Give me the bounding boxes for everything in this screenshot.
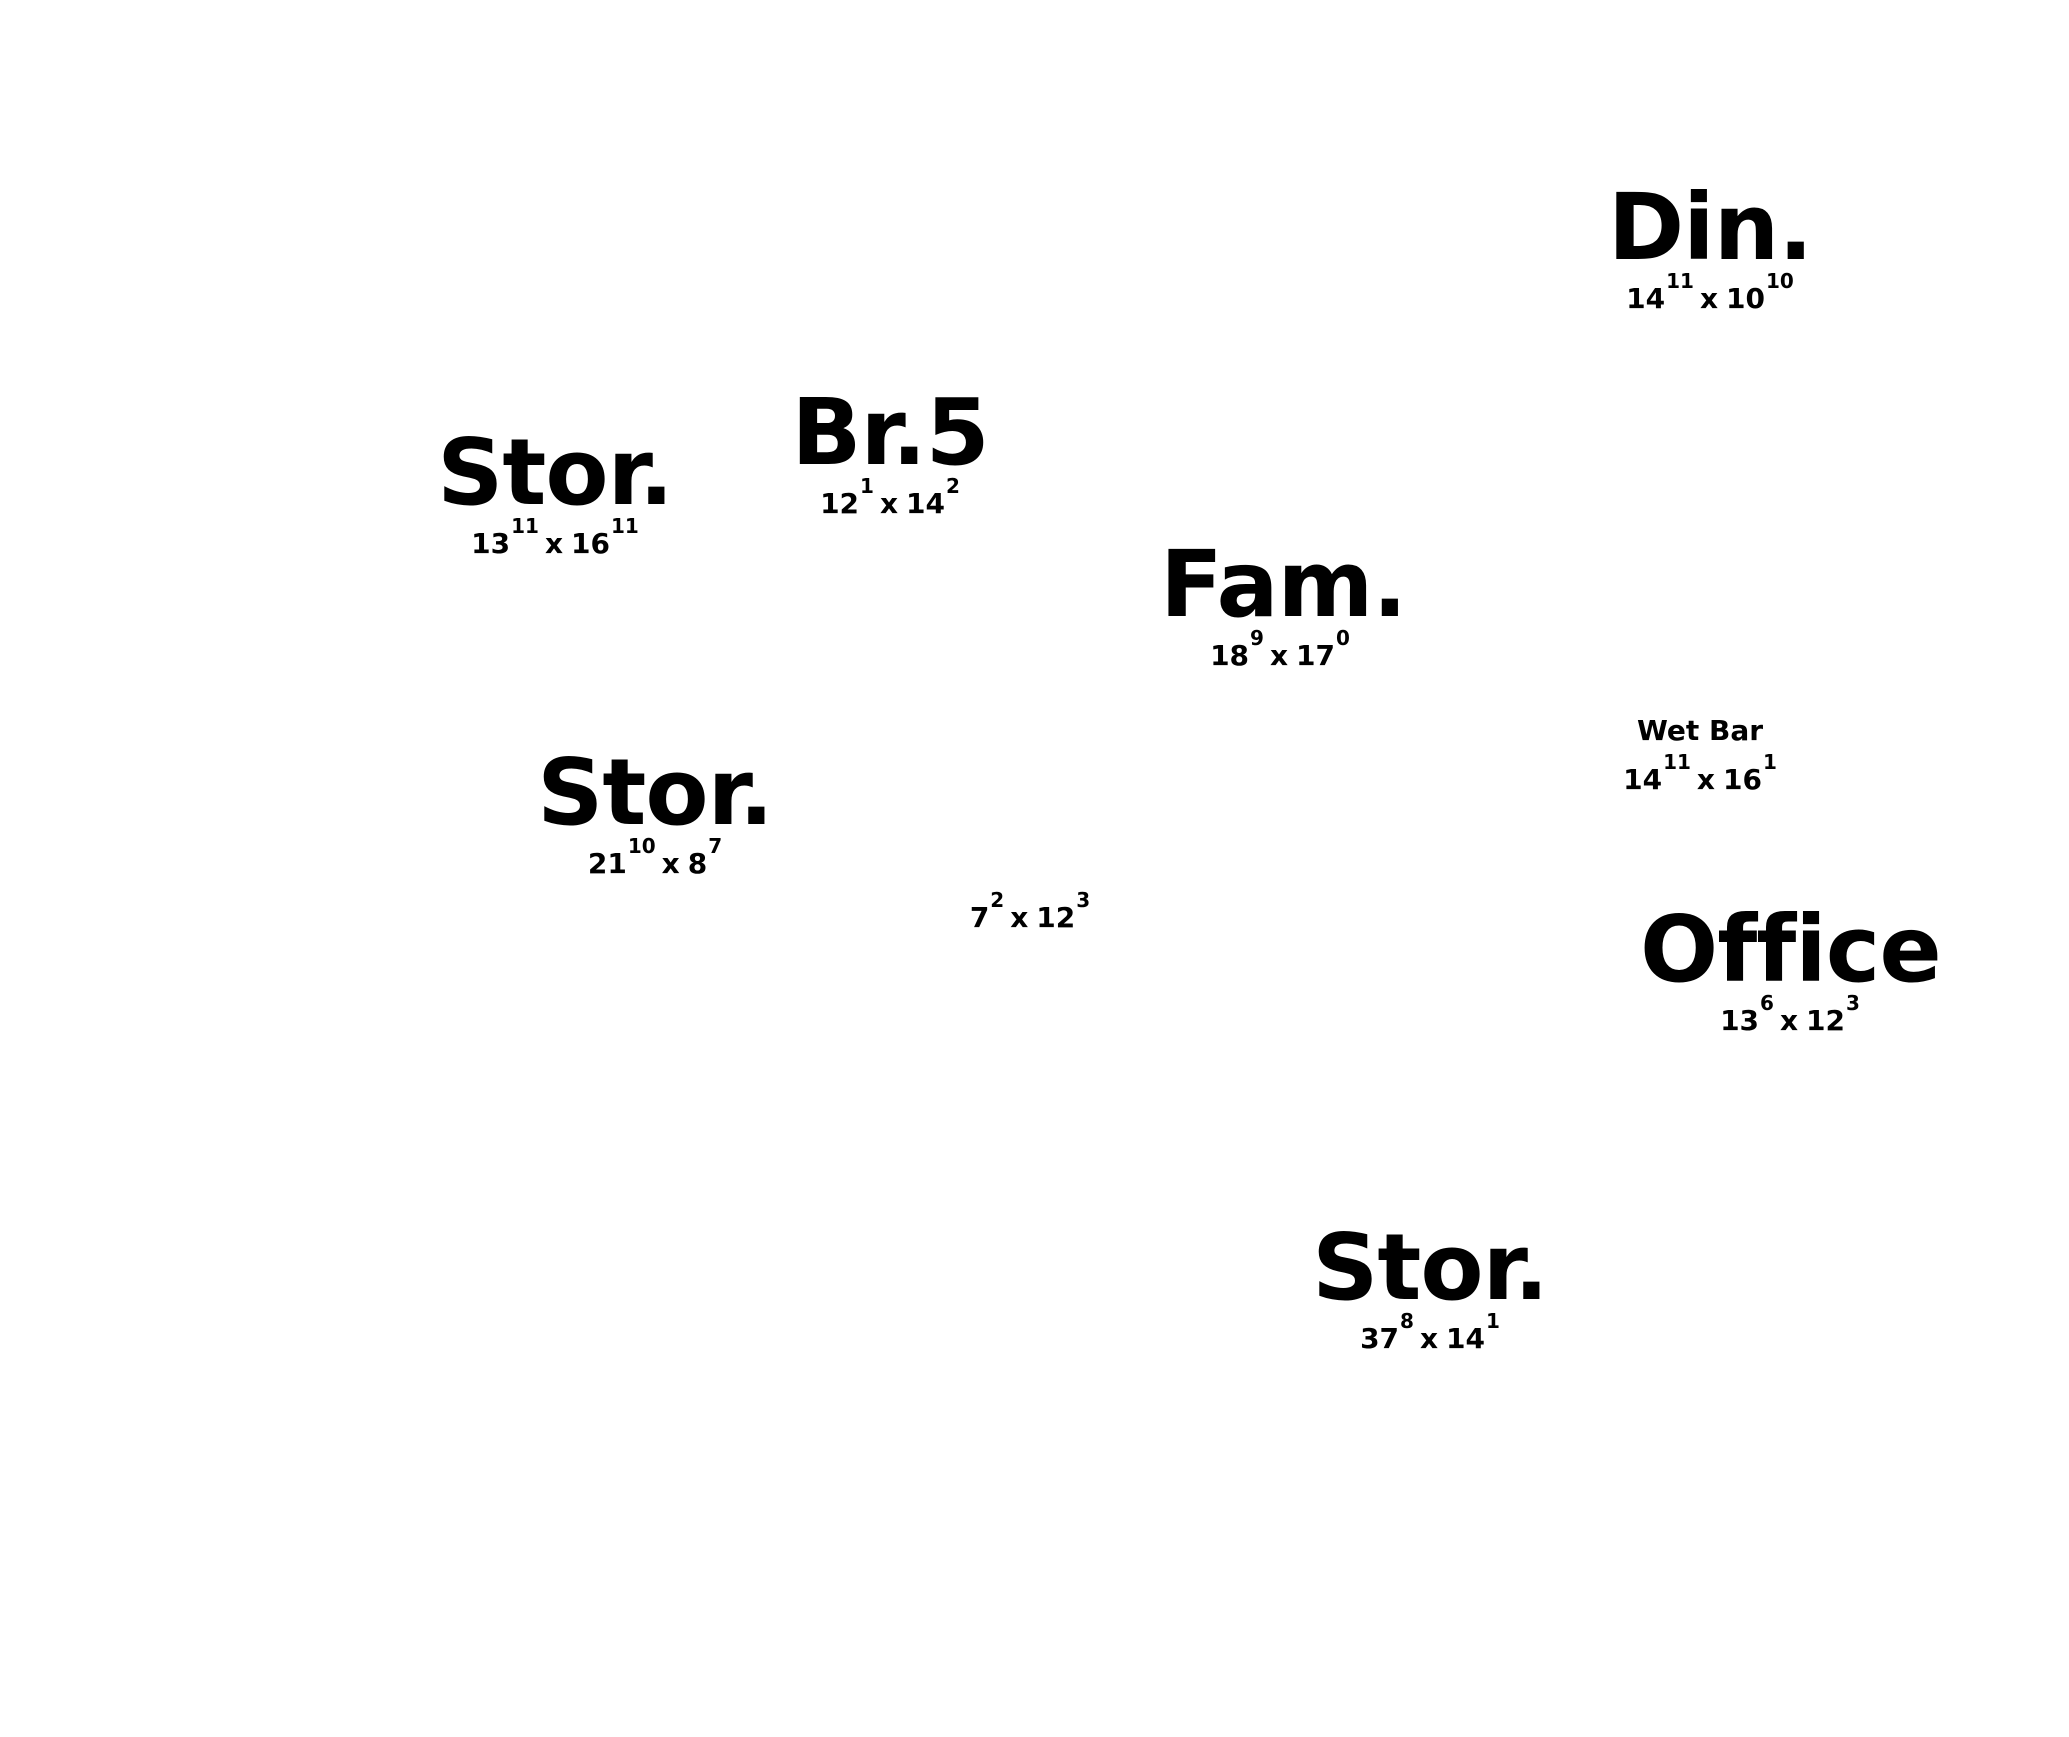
room-name: Stor. [1312,1214,1549,1321]
room-name: Stor. [537,739,774,846]
room-name: Din. [1607,174,1813,281]
room-name: Wet Bar [1636,714,1764,747]
room-name: Fam. [1160,531,1407,638]
room-name: Office [1640,896,1942,1003]
room-name: Stor. [437,419,674,526]
room-name: Br.5 [791,379,989,486]
